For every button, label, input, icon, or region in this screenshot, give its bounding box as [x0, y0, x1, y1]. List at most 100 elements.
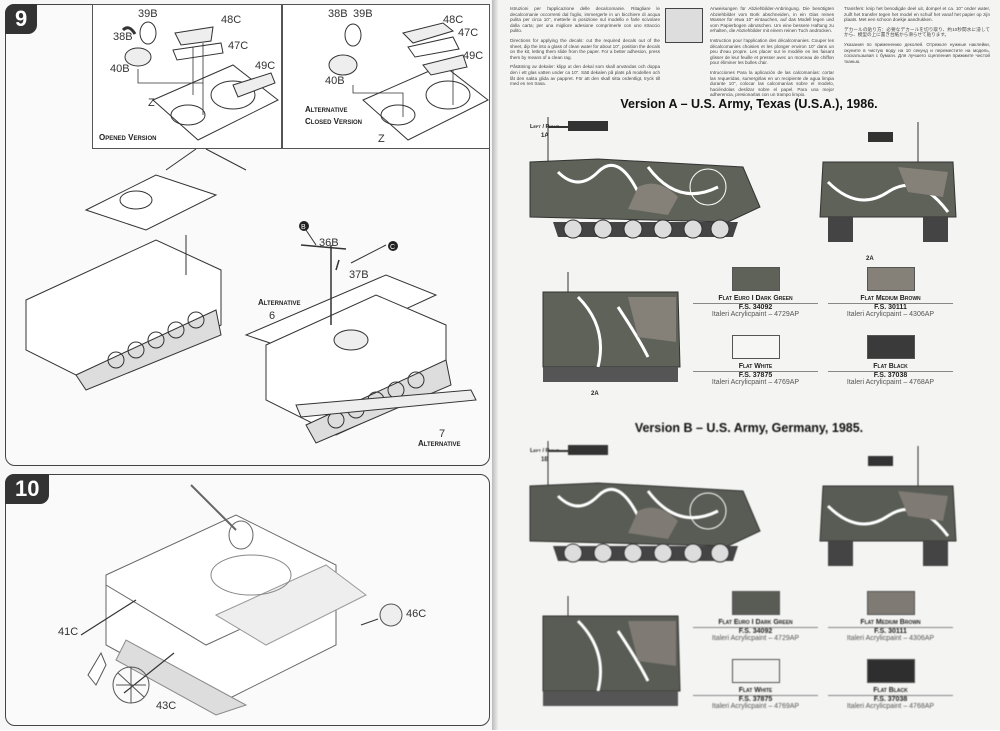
color-name: Flat Euro I Dark Green	[693, 295, 818, 304]
fs-code: F.S. 34092	[738, 304, 773, 311]
color-name: Flat Medium Brown	[828, 295, 953, 304]
part-label: Z	[148, 97, 155, 109]
part-label: Z	[378, 133, 385, 145]
alt-6-num: 6	[269, 310, 276, 322]
alt-caption-2: Closed Version	[305, 117, 363, 126]
color-swatch: Flat Black F.S. 37038 Italeri Acrylicpai…	[828, 659, 953, 710]
right-page-painting: Istruzioni per l'applicazione delle deca…	[498, 0, 1000, 730]
color-chip	[731, 335, 780, 359]
italeri-code: Italeri Acrylicpaint – 4769AP	[711, 379, 800, 386]
side-view-label: Left / Right	[530, 448, 560, 454]
fs-code: F.S. 37875	[738, 696, 773, 703]
color-chip	[866, 267, 915, 291]
color-swatch: Flat Black F.S. 37038 Italeri Acrylicpai…	[828, 335, 953, 386]
instructions-english: Directions for applying the decals: cut …	[510, 37, 661, 60]
version-b-section: Version B – U.S. Army, Germany, 1985. Le…	[498, 421, 1000, 731]
color-swatch: Flat Euro I Dark Green F.S. 34092 Italer…	[693, 267, 818, 318]
step10-vehicle-diagram	[80, 484, 403, 716]
instructions-dutch: Transfers: knip het benodigde deel uit, …	[844, 6, 990, 23]
part-label: 40B	[110, 63, 130, 75]
instructions-french: Instruction pour l'application des décal…	[710, 37, 834, 66]
decal-side-label: 1A	[541, 133, 549, 139]
alt-caption-1: Alternative	[305, 105, 348, 114]
color-swatch: Flat White F.S. 37875 Italeri Acrylicpai…	[693, 335, 818, 386]
side-view	[529, 117, 761, 239]
step-number: 10	[5, 474, 50, 504]
color-name: Flat White	[693, 687, 818, 696]
part-label: 47C	[458, 27, 479, 39]
color-name: Flat White	[693, 363, 818, 372]
side-view-label: Left / Right	[530, 124, 560, 130]
opened-version-panel: 39B 38B 40B 48C 47C 49C Z Opened Version	[92, 4, 282, 149]
rear-view	[542, 596, 681, 706]
hatch-assembly-diagram	[121, 21, 279, 141]
left-page-assembly: 9 39B 38B 40B 48C 47C 49C Z Opened Versi…	[0, 0, 492, 730]
page-gutter	[492, 0, 498, 730]
color-swatch: Flat Medium Brown F.S. 30111 Italeri Acr…	[828, 591, 953, 642]
instructions-danish: Påsätning av dekaler: klipp ut den dekal…	[510, 64, 660, 87]
color-name: Flat Medium Brown	[828, 619, 953, 628]
front-view	[819, 446, 957, 566]
part-label: 48C	[221, 14, 242, 26]
decal-application-illustration	[665, 8, 703, 43]
part-label: 38B	[113, 31, 133, 43]
part-36-label: 36B	[319, 237, 339, 249]
instructions-spanish: Intrucciones Para la aplicación de las c…	[710, 69, 834, 98]
color-chip	[866, 591, 915, 615]
italeri-code: Italeri Acrylicpaint – 4768AP	[846, 379, 935, 386]
part-label: 38B	[328, 8, 348, 20]
instructions-russian: Указания по применению деколей. Отрежьте…	[844, 41, 990, 64]
color-swatch: Flat Euro I Dark Green F.S. 34092 Italer…	[693, 591, 818, 642]
fs-code: F.S. 37038	[873, 372, 908, 379]
camouflage-views	[529, 117, 957, 382]
part-label: 47C	[228, 40, 249, 52]
italeri-code: Italeri Acrylicpaint – 4729AP	[711, 635, 800, 642]
part-label: 39B	[353, 8, 373, 20]
color-chip	[866, 335, 915, 359]
decal-side-label: 1B	[541, 457, 549, 463]
color-name: Flat Black	[828, 687, 953, 696]
instructions-italian: Istruzioni per l'applicazione delle deca…	[510, 6, 660, 34]
italeri-code: Italeri Acrylicpaint – 4306AP	[846, 311, 935, 318]
version-title: Version B – U.S. Army, Germany, 1985.	[634, 421, 864, 435]
closed-version-panel: 38B 39B 40B 48C 47C 49C Z Alternative Cl…	[282, 4, 490, 149]
opened-version-caption: Opened Version	[99, 133, 157, 142]
rear-view	[542, 272, 681, 382]
callout-b: B	[301, 224, 306, 231]
instructions-japanese: デカールの貼り方：必要なデカールを切り取り、約10秒間水に浸してから、模型の上に…	[844, 26, 990, 38]
part-label: 43C	[156, 700, 177, 712]
camouflage-views	[529, 441, 957, 706]
italeri-code: Italeri Acrylicpaint – 4729AP	[711, 311, 800, 318]
italeri-code: Italeri Acrylicpaint – 4768AP	[846, 703, 935, 710]
instructions-german: Anweisungen für Abziehbilder-Anbringung.…	[710, 6, 834, 34]
italeri-code: Italeri Acrylicpaint – 4306AP	[846, 635, 935, 642]
color-swatch: Flat Medium Brown F.S. 30111 Italeri Acr…	[828, 267, 953, 318]
instructions-col-3: Transfers: knip het benodigde deel uit, …	[844, 6, 990, 68]
instructions-col-2: Anweisungen für Abziehbilder-Anbringung.…	[710, 6, 834, 102]
color-chip	[731, 591, 780, 615]
fs-code: F.S. 37038	[873, 696, 908, 703]
fs-code: F.S. 34092	[738, 628, 773, 635]
callout-c: C	[390, 244, 395, 251]
decal-rear-label: 2A	[591, 391, 599, 397]
side-view	[529, 441, 761, 563]
decal-front-label: 2A	[866, 256, 874, 262]
part-label: 39B	[138, 8, 158, 20]
color-name: Flat Euro I Dark Green	[693, 619, 818, 628]
step-10-box: 10 41C 43C 46C	[5, 474, 490, 726]
front-view	[819, 122, 957, 242]
part-label: 49C	[463, 50, 484, 62]
color-chip	[731, 659, 780, 683]
step-number: 9	[5, 4, 38, 34]
color-chip	[866, 659, 915, 683]
fs-code: F.S. 37875	[738, 372, 773, 379]
part-label: 48C	[443, 14, 464, 26]
hatch-closed-diagram	[328, 22, 489, 141]
version-a-section: Version A – U.S. Army, Texas (U.S.A.), 1…	[498, 97, 1000, 407]
part-37-label: 37B	[349, 269, 369, 281]
version-title: Version A – U.S. Army, Texas (U.S.A.), 1…	[620, 97, 878, 111]
fs-code: F.S. 30111	[874, 628, 907, 635]
italeri-code: Italeri Acrylicpaint – 4769AP	[711, 703, 800, 710]
alt-7-num: 7	[439, 428, 446, 440]
step-9-box: 9 39B 38B 40B 48C 47C 49C Z Opened Versi…	[5, 4, 490, 466]
